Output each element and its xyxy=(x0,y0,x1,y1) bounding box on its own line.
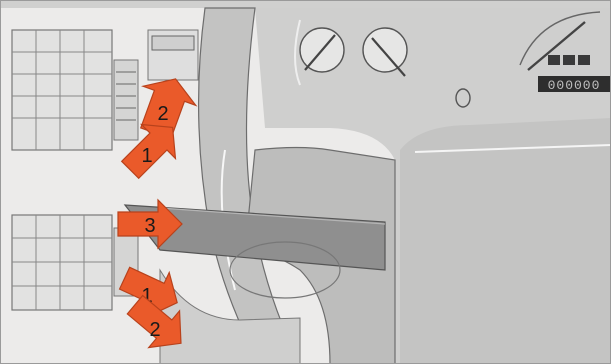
arrow-label-middle-3: 3 xyxy=(144,215,155,237)
stalk-highlight xyxy=(159,207,386,225)
arrow-upper-1: 1 xyxy=(120,123,177,180)
arrow-middle-3: 3 xyxy=(117,198,183,250)
panel-highlight xyxy=(414,144,611,153)
gauge-arc xyxy=(294,19,301,86)
steering-wheel-rim xyxy=(198,7,301,364)
odometer-display xyxy=(538,76,610,92)
speedometer-needle-icon xyxy=(299,27,345,73)
top-edge xyxy=(0,0,611,8)
arrow-label-lower-1: 1 xyxy=(141,285,152,307)
arrow-lower-1: 1 xyxy=(118,266,178,318)
odometer-digits: 000000 xyxy=(548,78,601,93)
upper-left-vent xyxy=(11,29,139,151)
key-slot xyxy=(455,88,471,108)
indicator-lights xyxy=(548,55,590,65)
arrow-lower-2: 2 xyxy=(126,294,182,349)
gauge-needle-icon xyxy=(362,27,408,77)
tachometer-needle-icon xyxy=(519,11,601,71)
switch xyxy=(151,35,195,51)
arrow-label-upper-1: 1 xyxy=(141,145,152,167)
arrow-label-upper-2: 2 xyxy=(157,103,168,125)
arrow-label-lower-2: 2 xyxy=(149,319,160,341)
lower-left-vent xyxy=(11,214,139,311)
column-shroud xyxy=(229,241,341,299)
steering-hub-panel xyxy=(400,118,611,364)
